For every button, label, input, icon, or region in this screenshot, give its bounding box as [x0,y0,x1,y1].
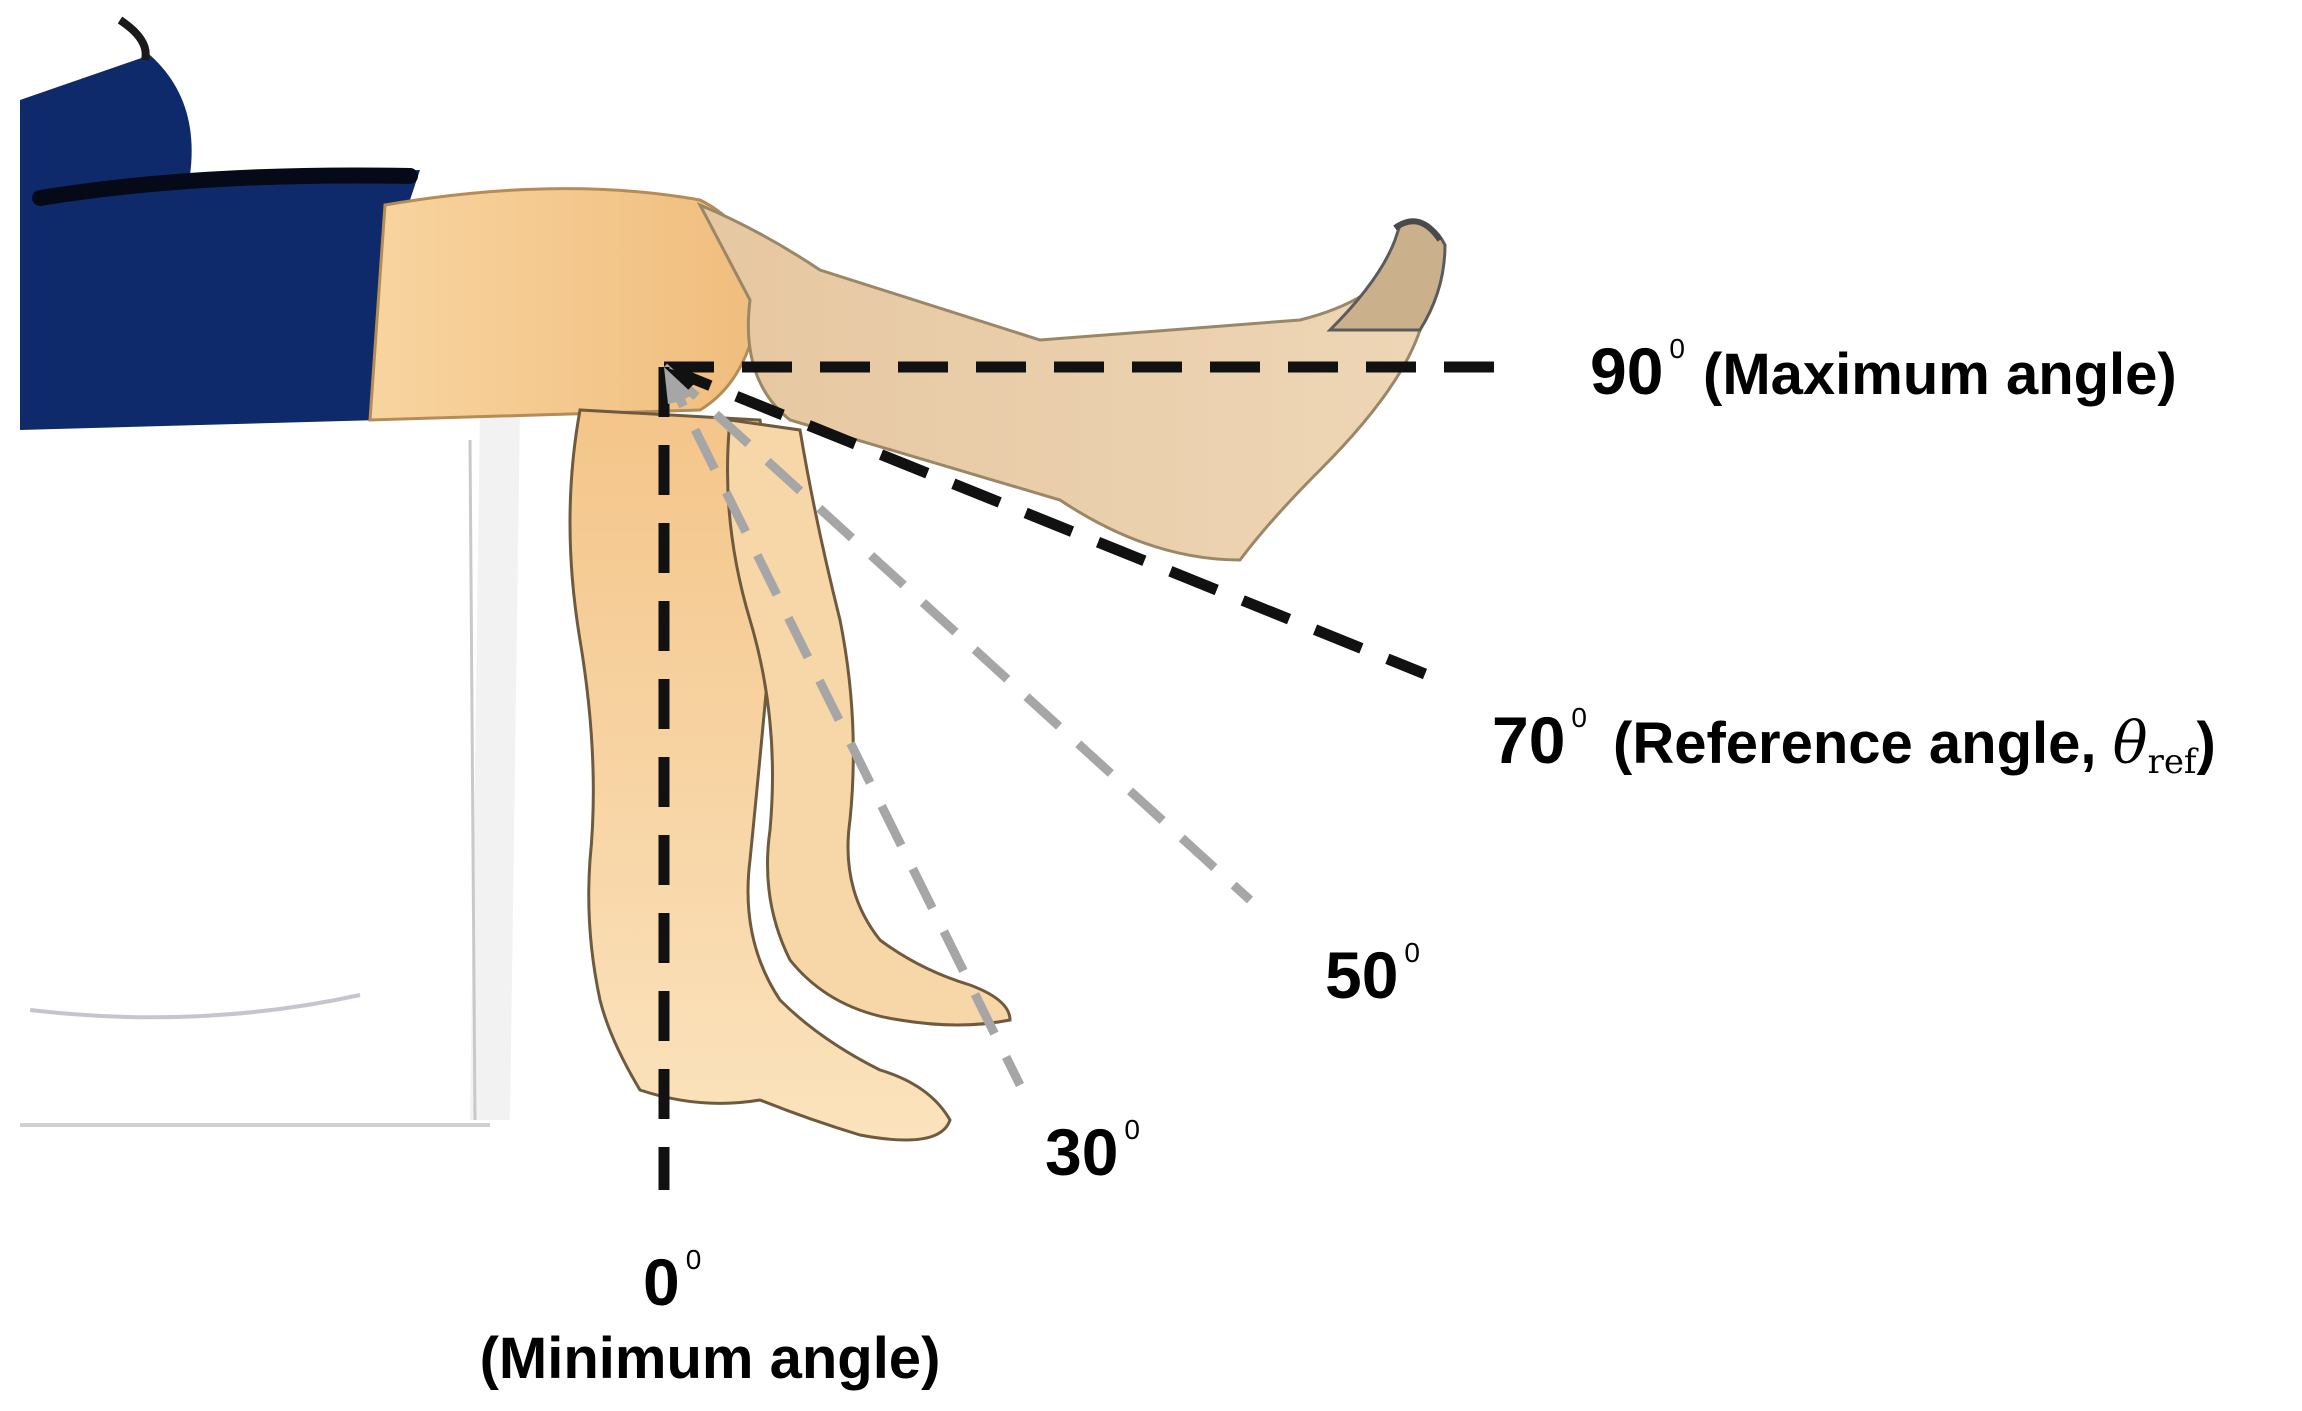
degree-sign: 0 [1571,702,1587,733]
degree-sign: 0 [1669,333,1685,364]
angle-value: 0 [643,1245,680,1319]
angle-value: 90 [1590,334,1663,408]
bench-illustration [20,410,520,1135]
hanging-leg-far [726,418,1012,1027]
degree-sign: 0 [1404,937,1420,968]
angle-value: 50 [1325,938,1398,1012]
line-30-degree [659,365,1025,1087]
svg-text:700(Reference angle, θref): 700 (Reference angle, θref) [1492,702,2216,782]
arrowhead-icon [664,367,694,402]
svg-text:00: 00 [643,1244,701,1319]
svg-text:300: 300 [1045,1114,1140,1189]
angle-description: (Reference angle, [1613,711,2113,776]
arrowhead-icon [664,367,700,392]
svg-text:900(Maximum angle): 900 (Maximum angle) [1590,333,2177,408]
degree-sign: 0 [686,1244,702,1275]
angle-value: 30 [1045,1115,1118,1189]
theta-symbol: θ [2113,709,2148,777]
angle-value: 70 [1492,703,1565,777]
angle-description: (Maximum angle) [1703,342,2177,407]
theta-subscript: ref [2148,742,2199,782]
arrowhead-icon [664,367,686,404]
angle-lines [658,361,1510,1190]
shorts [20,55,420,430]
line-70-degree [661,361,1428,680]
svg-text:500: 500 [1325,937,1420,1012]
angle-description: (Minimum angle) [480,1326,941,1391]
degree-sign: 0 [1124,1114,1140,1145]
close-paren: ) [2197,711,2216,776]
raised-leg [696,202,1442,562]
line-50-degree [660,363,1254,904]
raised-foot [1326,221,1447,332]
